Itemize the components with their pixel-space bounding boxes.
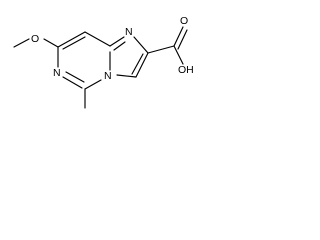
bond-n6-c5 bbox=[62, 76, 83, 89]
bond-c5-n4 bbox=[84, 79, 102, 90]
imidazole-nitrogen-label: N bbox=[125, 26, 133, 38]
bond-c8a-n1 bbox=[109, 36, 125, 47]
bond-carboxyl-oxygen-inner bbox=[177, 29, 188, 50]
carbonyl-oxygen-label: O bbox=[180, 15, 188, 27]
bond-c2-carboxyl bbox=[147, 45, 175, 54]
structure-canvas: O N N N O OH bbox=[0, 0, 227, 117]
bond-c8-c8a bbox=[84, 31, 111, 47]
hydroxyl-label: OH bbox=[178, 64, 194, 76]
bond-n6-c5-inner bbox=[65, 71, 85, 83]
bond-oxygen-c7 bbox=[43, 38, 59, 48]
bond-methyl-oxygen bbox=[13, 38, 30, 48]
bond-c3-n4 bbox=[116, 74, 137, 78]
bridgehead-nitrogen-label: N bbox=[104, 70, 112, 82]
bond-c2-c3-inner bbox=[131, 53, 144, 75]
bond-c2-c3 bbox=[135, 52, 149, 78]
bond-carboxyl-oxygen bbox=[173, 26, 184, 47]
bond-carboxyl-hydroxyl bbox=[173, 45, 184, 65]
bond-c8a-n1-inner bbox=[113, 41, 126, 51]
bond-c7-c8 bbox=[57, 31, 86, 48]
pyrimidine-nitrogen-label: N bbox=[53, 67, 61, 79]
chemical-structure-diagram: O N N N O OH bbox=[13, 15, 194, 109]
bond-n1-c2 bbox=[133, 36, 149, 54]
bond-c7-c8-inner bbox=[62, 36, 86, 50]
methoxy-oxygen-label: O bbox=[31, 33, 39, 45]
